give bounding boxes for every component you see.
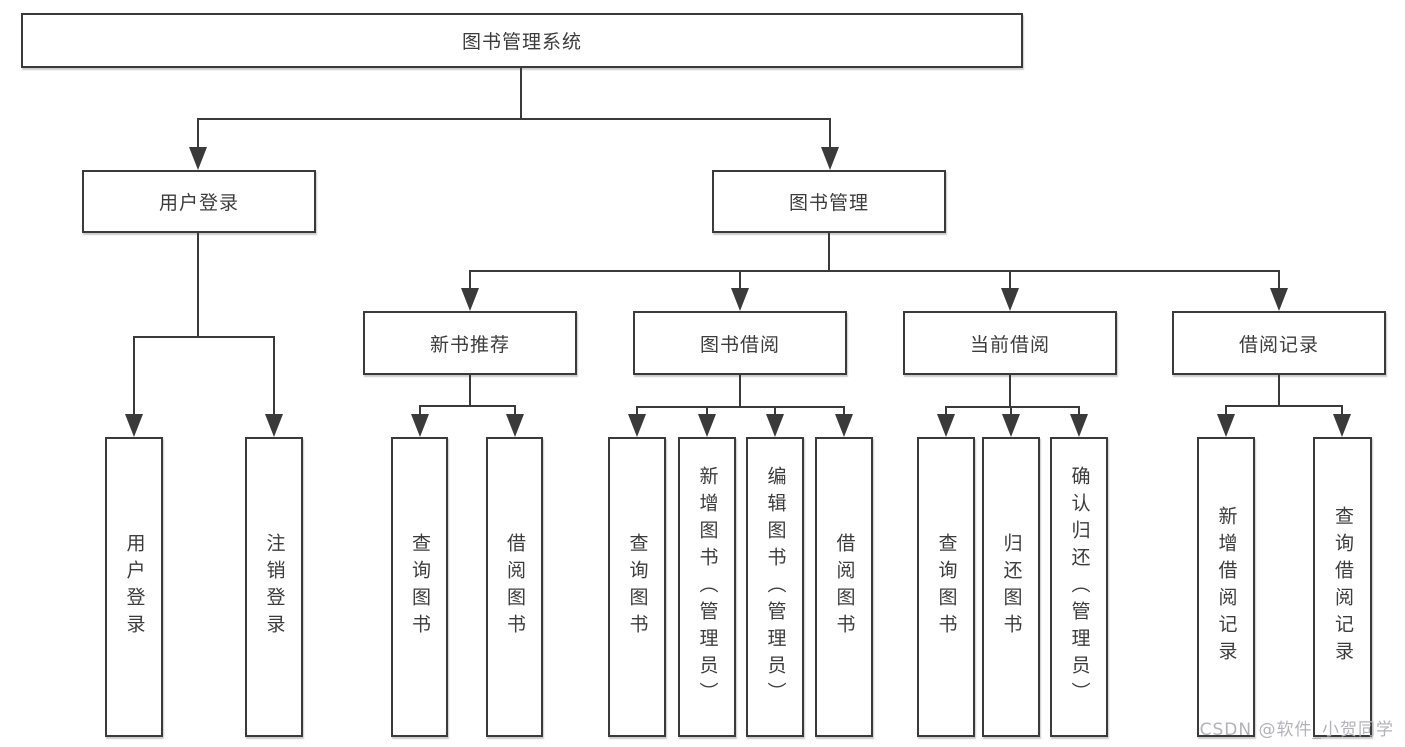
- leaf-bb-edit-books-admin: 编辑图书（管理员）: [746, 437, 804, 737]
- connector-line: [1010, 406, 1012, 417]
- leaf-cb-query-books: 查询图书: [917, 437, 975, 737]
- node-label: 图书管理系统: [461, 31, 582, 53]
- connector-line: [469, 375, 471, 407]
- connector-line: [1341, 405, 1343, 417]
- leaf-bb-borrow-books: 借阅图书: [815, 437, 873, 737]
- connector-line: [739, 270, 741, 290]
- connector-line: [1009, 375, 1011, 407]
- csdn-watermark: CSDN @软件_小贺同学: [1199, 720, 1394, 740]
- connector-line: [1225, 405, 1343, 407]
- arrow-down-icon: [411, 414, 429, 437]
- arrow-down-icon: [698, 414, 716, 437]
- arrow-down-icon: [1270, 288, 1288, 311]
- connector-line: [273, 336, 275, 416]
- node-label: 当前借阅: [969, 333, 1050, 356]
- leaf-label: 查询图书: [626, 533, 649, 641]
- connector-line: [1078, 406, 1080, 417]
- node-label: 用户登录: [158, 192, 239, 214]
- arrow-down-icon: [461, 288, 479, 311]
- arrow-down-icon: [766, 414, 784, 437]
- node-label: 新书推荐: [429, 333, 510, 356]
- arrow-down-icon: [821, 147, 839, 170]
- node-book-management: 图书管理: [712, 170, 946, 233]
- arrow-down-icon: [125, 414, 143, 437]
- leaf-label: 新增借阅记录: [1215, 506, 1238, 668]
- connector-line: [1278, 270, 1280, 290]
- connector-line: [133, 336, 275, 338]
- connector-line: [469, 270, 471, 290]
- leaf-nb-borrow-books: 借阅图书: [486, 437, 543, 737]
- leaf-label: 查询图书: [409, 533, 431, 641]
- connector-line: [945, 406, 947, 417]
- connector-line: [419, 405, 516, 407]
- connector-line: [636, 406, 845, 408]
- leaf-cb-confirm-return-admin: 确认归还（管理员）: [1050, 437, 1108, 737]
- node-new-book-recommend: 新书推荐: [363, 311, 577, 375]
- connector-line: [520, 68, 522, 119]
- leaf-br-query-record: 查询借阅记录: [1313, 437, 1372, 737]
- connector-line: [133, 336, 135, 416]
- connector-line: [419, 405, 421, 417]
- arrow-down-icon: [1070, 414, 1088, 437]
- arrow-down-icon: [1333, 414, 1351, 437]
- leaf-label: 借阅图书: [833, 533, 856, 641]
- connector-line: [1278, 375, 1280, 407]
- connector-line: [774, 406, 776, 417]
- connector-line: [1225, 405, 1227, 417]
- connector-line: [1009, 270, 1011, 290]
- leaf-label: 编辑图书（管理员）: [764, 465, 787, 709]
- leaf-user-login: 用户登录: [105, 437, 163, 737]
- leaf-bb-add-books-admin: 新增图书（管理员）: [678, 437, 736, 737]
- leaf-label: 借阅图书: [504, 533, 526, 641]
- connector-line: [197, 233, 199, 338]
- connector-line: [945, 406, 1080, 408]
- connector-line: [636, 406, 638, 417]
- arrow-down-icon: [506, 414, 524, 437]
- connector-line: [829, 118, 831, 150]
- connector-line: [843, 406, 845, 417]
- arrow-down-icon: [835, 414, 853, 437]
- connector-line: [197, 118, 199, 150]
- arrow-down-icon: [1217, 414, 1235, 437]
- leaf-logout: 注销登录: [245, 437, 303, 737]
- leaf-label: 查询借阅记录: [1332, 506, 1354, 668]
- arrow-down-icon: [1001, 288, 1019, 311]
- arrow-down-icon: [1002, 414, 1020, 437]
- node-label: 借阅记录: [1238, 333, 1319, 356]
- arrow-down-icon: [937, 414, 955, 437]
- node-book-borrowing: 图书借阅: [633, 311, 847, 375]
- node-current-borrowing: 当前借阅: [903, 311, 1117, 375]
- leaf-bb-query-books: 查询图书: [608, 437, 666, 737]
- connector-line: [828, 233, 830, 272]
- arrow-down-icon: [731, 288, 749, 311]
- connector-line: [706, 406, 708, 417]
- leaf-label: 查询图书: [935, 533, 958, 641]
- node-user-login: 用户登录: [82, 170, 316, 233]
- leaf-cb-return-books: 归还图书: [982, 437, 1040, 737]
- node-label: 图书管理: [788, 192, 869, 214]
- connector-line: [514, 405, 516, 417]
- leaf-label: 确认归还（管理员）: [1068, 465, 1091, 709]
- leaf-label: 用户登录: [123, 533, 146, 641]
- arrow-down-icon: [265, 414, 283, 437]
- leaf-label: 归还图书: [1000, 533, 1023, 641]
- arrow-down-icon: [628, 414, 646, 437]
- node-label: 图书借阅: [699, 333, 780, 356]
- node-library-management-system: 图书管理系统: [21, 13, 1023, 68]
- leaf-label: 注销登录: [263, 533, 286, 641]
- node-borrowing-records: 借阅记录: [1172, 311, 1386, 375]
- arrow-down-icon: [189, 147, 207, 170]
- connector-line: [739, 375, 741, 407]
- connector-line: [469, 270, 1280, 272]
- leaf-br-add-record: 新增借阅记录: [1197, 437, 1255, 737]
- leaf-nb-query-books: 查询图书: [391, 437, 448, 737]
- leaf-label: 新增图书（管理员）: [696, 465, 719, 709]
- connector-line: [197, 118, 831, 120]
